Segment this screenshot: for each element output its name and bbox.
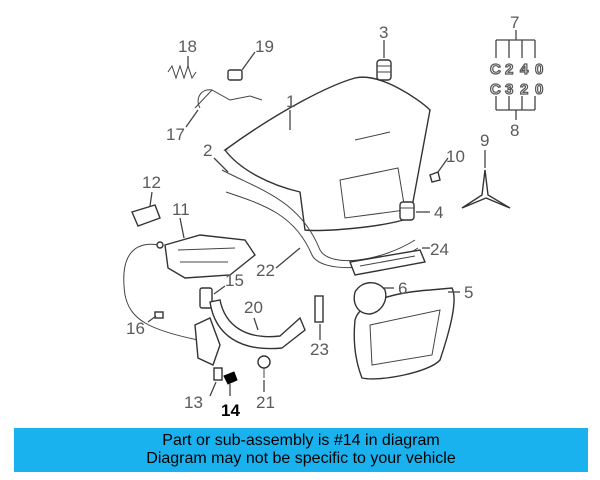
hinge-part [209,299,306,350]
star-emblem-part [461,169,511,209]
latch-part [194,317,221,366]
callout-4: 4 [434,203,443,222]
svg-text:C: C [490,81,501,98]
cover-part [353,282,387,315]
callout-23: 23 [310,340,329,359]
switch-part [199,287,213,309]
callout-3: 3 [379,23,388,42]
parts-diagram: C 2 4 0 C 3 2 0 [123,13,544,420]
svg-text:3: 3 [505,81,513,98]
callout-17: 17 [166,125,185,144]
part-14-highlighted [213,367,238,385]
callout-12: 12 [142,173,161,192]
release-cable-part [123,241,199,341]
callout-13: 13 [184,393,203,412]
callout-18: 18 [178,37,197,56]
banner-line-2: Diagram may not be specific to your vehi… [146,450,456,467]
callout-15: 15 [225,271,244,290]
callout-1: 1 [286,92,295,111]
callout-24: 24 [430,240,449,259]
svg-text:0: 0 [535,81,543,98]
stud-part [314,295,324,323]
actuator-part [131,204,161,227]
spring-part [167,64,197,80]
callout-22: 22 [256,261,275,280]
callout-2: 2 [203,141,212,160]
svg-text:2: 2 [520,81,528,98]
callout-20: 20 [244,298,263,317]
callout-10: 10 [446,147,465,166]
callout-labels: 18 19 3 7 1 8 2 17 10 9 12 11 4 24 22 15… [126,13,519,420]
model-badge-part: C 2 4 0 C 3 2 0 [489,60,544,98]
bolt-part [257,355,271,378]
svg-text:C: C [490,61,501,78]
svg-text:4: 4 [520,61,529,78]
callout-9: 9 [480,131,489,150]
spring-rod-part [194,89,263,109]
callout-5: 5 [464,283,473,302]
callout-14: 14 [221,401,240,420]
callout-19: 19 [255,37,274,56]
trunk-lid-part [223,76,431,232]
svg-text:0: 0 [535,61,543,78]
leader-lines [147,30,536,397]
callout-16: 16 [126,319,145,338]
callout-11: 11 [172,200,190,219]
callout-6: 6 [398,279,407,298]
svg-text:2: 2 [505,61,513,78]
callout-7: 7 [510,13,519,32]
callout-8: 8 [510,121,519,140]
callout-21: 21 [256,393,275,412]
bracket-part [349,249,426,276]
clip-part [429,171,441,183]
info-banner: Part or sub-assembly is #14 in diagram D… [14,428,588,472]
lock-assembly-part [164,234,256,279]
buffer-part [399,201,415,221]
banner-line-1: Part or sub-assembly is #14 in diagram [162,432,440,449]
bumper-stop-part [376,59,392,81]
grommet-part [227,69,243,81]
